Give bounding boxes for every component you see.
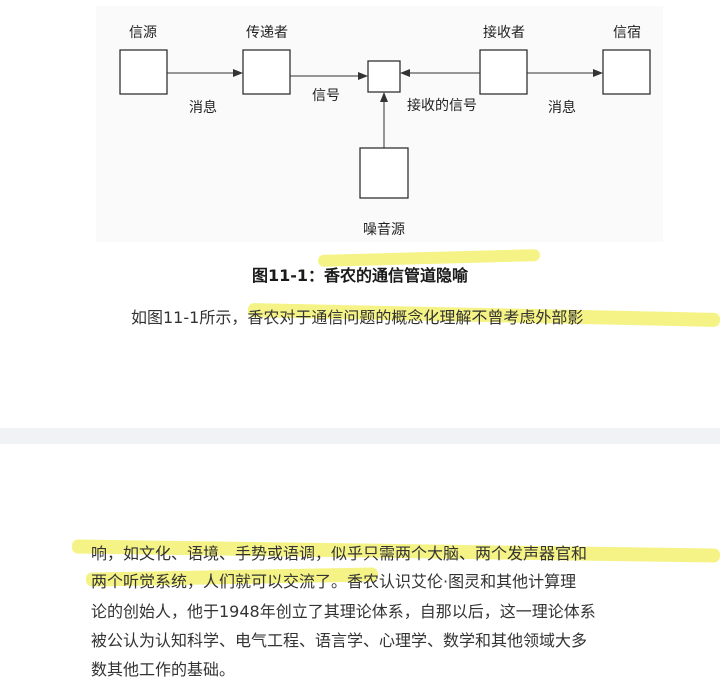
label-receiver: 接收者 bbox=[483, 24, 525, 41]
paragraph2-line-3: 论的创始人，他于1948年创立了其理论体系，自那以后，这一理论体系 bbox=[91, 602, 596, 621]
page-section-bottom bbox=[0, 444, 720, 682]
label-destination: 信宿 bbox=[613, 24, 641, 41]
receiver-box bbox=[479, 49, 528, 95]
paragraph2-line-2: 两个听觉系统，人们就可以交流了。香农认识艾伦·图灵和其他计算理 bbox=[91, 572, 577, 591]
label-message-left: 消息 bbox=[189, 99, 217, 116]
label-source: 信源 bbox=[129, 25, 157, 41]
label-received-signal: 接收的信号 bbox=[407, 97, 477, 114]
label-signal: 信号 bbox=[312, 88, 340, 104]
paragraph2-line-4: 被公认为认知科学、电气工程、语言学、心理学、数学和其他领域大多 bbox=[91, 631, 588, 650]
noise-box bbox=[359, 147, 409, 199]
paragraph1-line: 如图11-1所示，香农对于通信问题的概念化理解不曾考虑外部影 bbox=[131, 308, 584, 327]
destination-box bbox=[602, 49, 651, 95]
page-separator bbox=[0, 428, 720, 444]
figure-background bbox=[96, 6, 663, 242]
figure-caption: 图11-1：香农的通信管道隐喻 bbox=[251, 266, 469, 285]
source-box bbox=[119, 49, 168, 95]
channel-box bbox=[367, 60, 401, 93]
transmitter-box bbox=[242, 49, 291, 95]
label-message-right: 消息 bbox=[548, 99, 576, 116]
paragraph2-line-5: 数其他工作的基础。 bbox=[91, 660, 236, 679]
shannon-communication-diagram: 信源 传递者 接收者 信宿 噪音源 消息 信号 接收的信号 消息 bbox=[119, 24, 651, 238]
label-noise: 噪音源 bbox=[363, 221, 405, 238]
label-transmitter: 传递者 bbox=[246, 25, 288, 41]
paragraph2-line-1: 响，如文化、语境、手势或语调，似乎只需两个大脑、两个发声器官和 bbox=[91, 544, 588, 563]
